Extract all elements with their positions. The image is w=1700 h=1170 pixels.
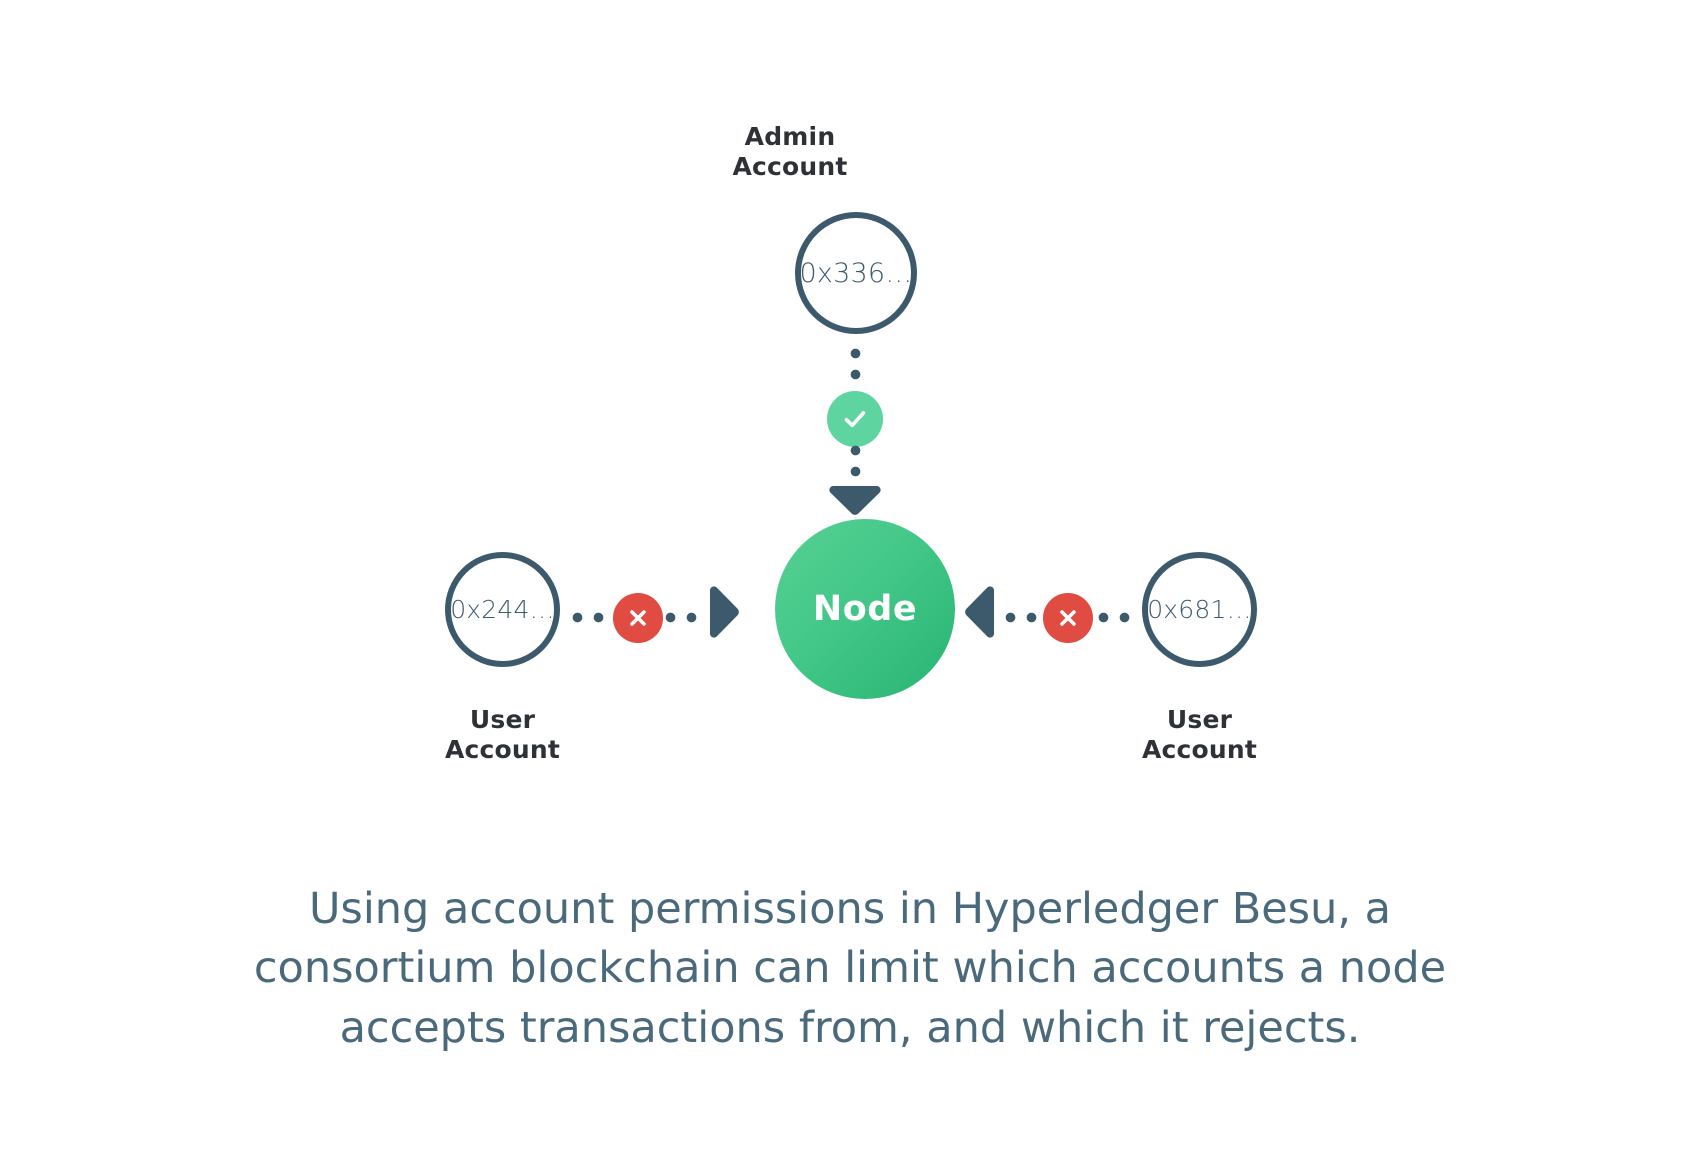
admin-account-address: 0x336… [799, 257, 913, 289]
connector-right-inner [1000, 612, 1046, 623]
user-account-title-left: User Account [444, 705, 561, 764]
user-account-node-left[interactable]: 0x244… [445, 552, 560, 667]
node-label: Node [812, 589, 918, 629]
user-account-node-right[interactable]: 0x681… [1142, 552, 1257, 667]
connector-left-outer [567, 612, 611, 623]
diagram-caption: Using account permissions in Hyperledger… [253, 884, 1447, 1053]
admin-account-node[interactable]: 0x336… [795, 212, 917, 334]
check-icon [827, 391, 883, 447]
connector-admin-upper [850, 343, 861, 385]
user-account-address-right: 0x681… [1147, 595, 1252, 624]
connector-right-outer [1093, 612, 1137, 623]
x-icon-left [613, 593, 663, 643]
arrowhead-right-icon [706, 585, 742, 644]
connector-admin-lower [850, 440, 861, 488]
user-account-title-right: User Account [1141, 705, 1258, 764]
x-icon-right [1043, 593, 1093, 643]
arrowhead-left-icon [962, 585, 998, 644]
arrowhead-down-icon [828, 482, 882, 523]
user-account-address-left: 0x244… [450, 595, 555, 624]
admin-account-title: Admin Account [732, 122, 848, 181]
connector-left-inner [660, 612, 706, 623]
blockchain-node[interactable]: Node [775, 519, 955, 699]
